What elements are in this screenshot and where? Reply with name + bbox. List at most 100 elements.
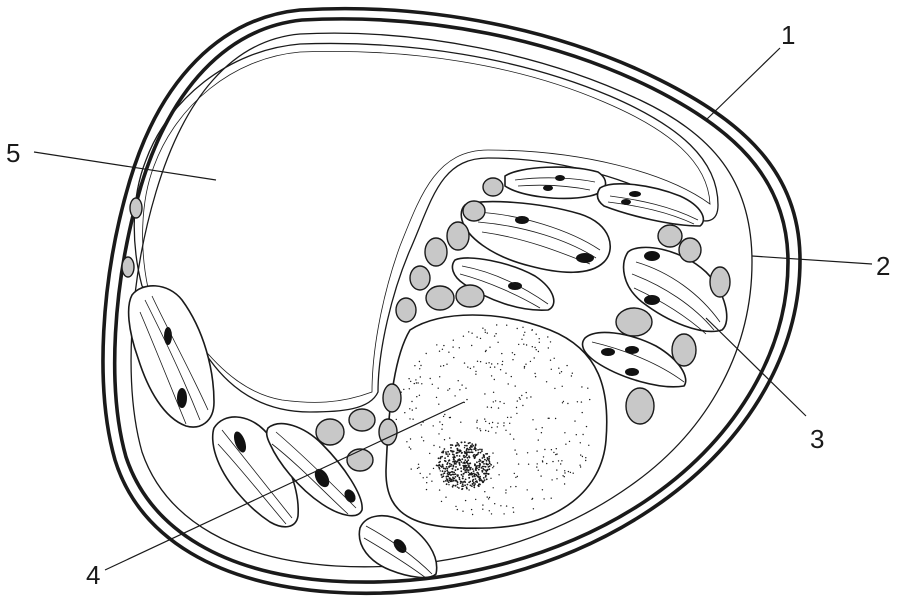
stipple-dot xyxy=(515,477,516,478)
nucleolus-dot xyxy=(444,472,446,474)
nucleolus-dot xyxy=(472,483,474,485)
nucleolus-dot xyxy=(478,478,480,480)
nucleolus-dot xyxy=(472,479,474,481)
nucleolus-dot xyxy=(444,457,446,459)
nucleolus-dot xyxy=(460,481,462,483)
nucleolus-dot xyxy=(461,452,463,454)
stipple-dot xyxy=(534,347,535,348)
stipple-dot xyxy=(444,414,445,415)
stipple-dot xyxy=(496,324,497,325)
stipple-dot xyxy=(459,389,460,390)
nucleolus-dot xyxy=(446,453,448,455)
stipple-dot xyxy=(499,401,500,402)
nucleolus-dot xyxy=(439,464,441,466)
stipple-dot xyxy=(562,402,563,403)
stipple-dot xyxy=(442,424,443,425)
nucleolus-dot xyxy=(479,476,481,478)
stipple-dot xyxy=(567,403,568,404)
nucleolus-dot xyxy=(489,463,491,465)
nucleolus-dot xyxy=(462,485,464,487)
stipple-dot xyxy=(555,454,556,455)
stipple-dot xyxy=(426,482,427,483)
stipple-dot xyxy=(566,365,567,366)
stipple-dot xyxy=(534,373,535,374)
stipple-dot xyxy=(505,373,506,374)
stipple-dot xyxy=(581,401,582,402)
stipple-dot xyxy=(486,363,487,364)
stipple-dot xyxy=(421,437,422,438)
nucleolus-dot xyxy=(461,488,463,490)
stipple-dot xyxy=(441,429,442,430)
stipple-dot xyxy=(577,401,578,402)
nucleolus-dot xyxy=(439,461,441,463)
stipple-dot xyxy=(537,463,538,464)
stipple-dot xyxy=(439,489,440,490)
cell-5-nucleus-a xyxy=(644,251,660,261)
stipple-dot xyxy=(533,508,534,509)
stipple-dot xyxy=(462,511,463,512)
nucleolus-dot xyxy=(476,472,478,474)
nucleolus-dot xyxy=(477,485,479,487)
stipple-dot xyxy=(550,360,551,361)
stipple-dot xyxy=(536,466,537,467)
stipple-dot xyxy=(439,446,440,447)
callout-label-4: 4 xyxy=(86,560,100,590)
nucleolus-dot xyxy=(460,450,462,452)
nucleolus-dot xyxy=(482,457,484,459)
nucleolus-dot xyxy=(444,448,446,450)
nucleolus-dot xyxy=(483,456,485,458)
stipple-dot xyxy=(543,498,544,499)
nucleolus-dot xyxy=(462,465,464,467)
grain xyxy=(456,285,484,307)
stipple-dot xyxy=(527,452,528,453)
nucleolus-dot xyxy=(463,455,465,457)
stipple-dot xyxy=(524,366,525,367)
stipple-dot xyxy=(436,397,437,398)
stipple-dot xyxy=(510,486,511,487)
stipple-dot xyxy=(524,367,525,368)
stipple-dot xyxy=(465,388,466,389)
nucleolus-dot xyxy=(450,447,452,449)
nucleolus-dot xyxy=(461,474,463,476)
stipple-dot xyxy=(484,418,485,419)
nucleolus-dot xyxy=(466,469,468,471)
nucleolus-dot xyxy=(447,455,449,457)
nucleolus-dot xyxy=(485,470,487,472)
stipple-dot xyxy=(489,347,490,348)
stipple-dot xyxy=(497,363,498,364)
nucleolus-dot xyxy=(452,485,454,487)
nucleolus-dot xyxy=(459,455,461,457)
stipple-dot xyxy=(423,440,424,441)
stipple-dot xyxy=(536,349,537,350)
stipple-dot xyxy=(511,376,512,377)
stipple-dot xyxy=(582,412,583,413)
stipple-dot xyxy=(493,401,494,402)
stipple-dot xyxy=(516,407,517,408)
stipple-dot xyxy=(495,333,496,334)
nucleolus-dot xyxy=(470,467,472,469)
stipple-dot xyxy=(585,460,586,461)
stipple-dot xyxy=(465,500,466,501)
stipple-dot xyxy=(449,437,450,438)
nucleolus-dot xyxy=(473,470,475,472)
stipple-dot xyxy=(572,373,573,374)
stipple-dot xyxy=(530,396,531,397)
stipple-dot xyxy=(493,466,494,467)
nucleolus-dot xyxy=(481,449,483,451)
stipple-dot xyxy=(410,381,411,382)
nucleolus-dot xyxy=(468,482,470,484)
stipple-dot xyxy=(515,385,516,386)
callout-label-2: 2 xyxy=(876,251,890,281)
stipple-dot xyxy=(497,423,498,424)
nucleolus-dot xyxy=(469,474,471,476)
stipple-dot xyxy=(555,418,556,419)
nucleolus-dot xyxy=(483,454,485,456)
stipple-dot xyxy=(580,454,581,455)
cell-7-nucleus-a xyxy=(164,327,172,345)
nucleolus-dot xyxy=(465,479,467,481)
stipple-dot xyxy=(409,418,410,419)
stipple-dot xyxy=(439,421,440,422)
stipple-dot xyxy=(417,468,418,469)
nucleolus-dot xyxy=(462,478,464,480)
stipple-dot xyxy=(505,430,506,431)
